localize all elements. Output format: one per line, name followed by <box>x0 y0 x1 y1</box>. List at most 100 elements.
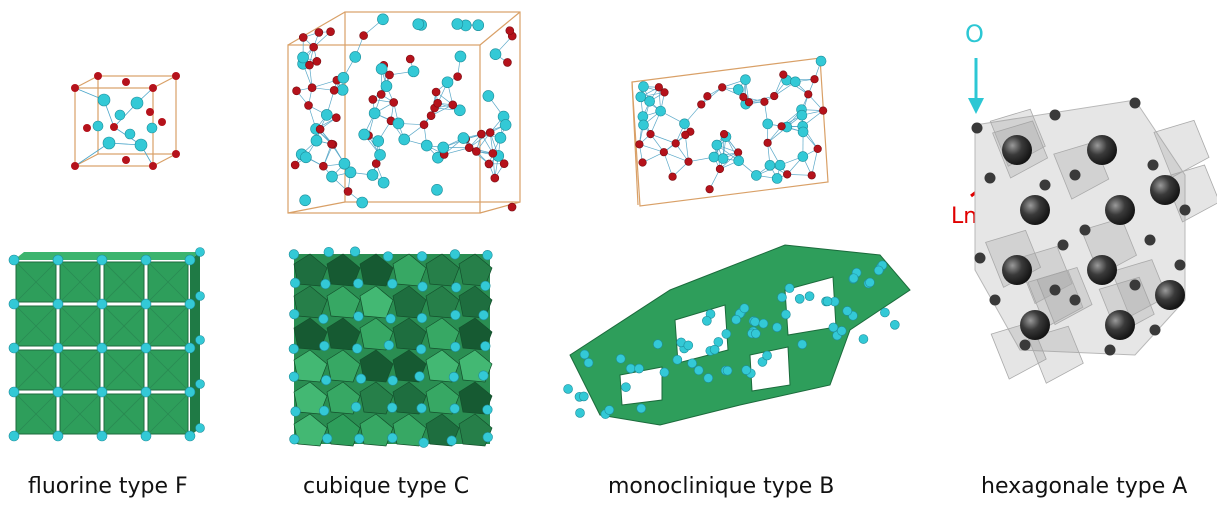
oxygen-arrow <box>968 58 984 114</box>
cubique-polyhedra <box>288 246 493 448</box>
oxygen-atom <box>741 365 752 375</box>
oxygen-atom <box>140 342 152 354</box>
oxygen-atom <box>1057 239 1069 251</box>
oxygen-atom <box>96 430 108 442</box>
oxygen-atom <box>382 251 394 262</box>
oxygen-atom <box>1144 234 1156 246</box>
fluorine-polyhedra <box>8 247 205 442</box>
oxygen-atom <box>751 328 761 339</box>
oxygen-atom <box>451 282 462 293</box>
oxygen-atom <box>781 309 791 320</box>
oxygen-atom <box>288 249 299 260</box>
oxygen-atom <box>349 51 362 63</box>
oxygen-atom <box>772 322 782 333</box>
bond <box>444 147 470 155</box>
oxygen-atom <box>377 176 390 189</box>
oxygen-atom <box>387 402 398 413</box>
oxygen-atom <box>472 19 485 32</box>
oxygen-atom <box>353 311 364 322</box>
oxygen-atom <box>338 157 351 170</box>
oxygen-atom <box>385 313 396 324</box>
metal-atom <box>292 86 301 96</box>
oxygen-atom <box>842 306 853 316</box>
lanthanide-atom <box>1105 310 1135 340</box>
oxygen-atom <box>615 353 626 364</box>
metal-atom <box>744 98 754 107</box>
oxygen-atom <box>480 341 491 352</box>
oxygen-atom <box>416 403 427 414</box>
metal-atom <box>718 83 727 92</box>
metal-atom <box>810 75 819 84</box>
metal-atom <box>770 91 779 101</box>
oxygen-atom <box>890 320 900 330</box>
panel-cubique: cubique type C <box>270 0 540 511</box>
oxygen-atom <box>289 434 300 445</box>
oxygen-atom <box>478 310 489 321</box>
metal-atom <box>327 139 336 149</box>
oxygen-atom <box>326 170 338 183</box>
oxygen-atom <box>450 309 461 321</box>
oxygen-atom <box>625 363 636 374</box>
octahedron <box>458 253 493 287</box>
oxygen-atom <box>310 134 323 147</box>
metal-atom <box>646 130 655 139</box>
metal-atom <box>507 202 517 212</box>
oxygen-label: O <box>965 20 984 48</box>
polyhedron-face <box>1027 325 1084 384</box>
octahedron <box>293 413 328 447</box>
oxygen-atom <box>635 91 647 103</box>
metal-atom <box>389 98 399 107</box>
panel-hexagonale: O Ln hexagonale type A <box>935 0 1217 511</box>
oxygen-atom <box>974 252 986 264</box>
metal-atom <box>433 98 442 108</box>
oxygen-atom <box>638 119 649 131</box>
oxygen-atom <box>579 391 589 402</box>
polyhedron-edge <box>103 305 145 347</box>
cubique-unit-cell <box>287 11 521 214</box>
oxygen-atom <box>366 169 379 181</box>
metal-atom <box>783 170 792 179</box>
oxygen-atom <box>579 349 590 360</box>
metal-atom <box>329 86 339 95</box>
octahedron <box>359 253 394 287</box>
oxygen-atom <box>52 298 64 310</box>
oxygen-atom <box>771 173 783 184</box>
oxygen-atom <box>478 370 489 381</box>
metal-atom <box>419 120 429 130</box>
metal-atom <box>431 87 441 97</box>
oxygen-atom <box>372 135 385 147</box>
metal-atom <box>760 97 769 106</box>
oxygen-atom <box>96 254 108 266</box>
lanthanide-atom <box>1087 255 1117 285</box>
oxygen-atom <box>184 342 196 354</box>
oxygen-atom <box>1129 279 1141 291</box>
oxygen-atom <box>451 18 464 30</box>
metal-atom <box>368 95 378 104</box>
oxygen-atom <box>583 358 594 368</box>
oxygen-atom <box>653 339 663 349</box>
oxygen-atom <box>457 132 470 144</box>
bond <box>650 133 676 144</box>
metal-atom <box>477 129 486 139</box>
oxygen-atom <box>858 334 869 344</box>
oxygen-atom <box>797 151 809 162</box>
metal-atom <box>499 159 509 168</box>
metal-atom <box>660 88 669 97</box>
oxygen-atom <box>320 278 331 290</box>
oxygen-atom <box>8 298 20 310</box>
oxygen-atom <box>774 159 786 171</box>
oxygen-atom <box>731 314 741 325</box>
oxygen-atom <box>441 76 454 89</box>
oxygen-atom <box>482 404 493 415</box>
oxygen-atom <box>750 317 760 327</box>
oxygen-atom <box>1039 179 1051 191</box>
oxygen-atom <box>431 184 443 196</box>
metal-atom <box>654 83 663 92</box>
polyhedron-edge <box>15 349 57 391</box>
oxygen-atom <box>711 139 723 151</box>
metal-atom <box>312 57 322 66</box>
panel-monoclinique: monoclinique type B <box>550 0 930 511</box>
oxygen-atom <box>184 386 196 398</box>
oxygen-atom <box>52 254 64 266</box>
polyhedron-edge <box>59 261 101 303</box>
